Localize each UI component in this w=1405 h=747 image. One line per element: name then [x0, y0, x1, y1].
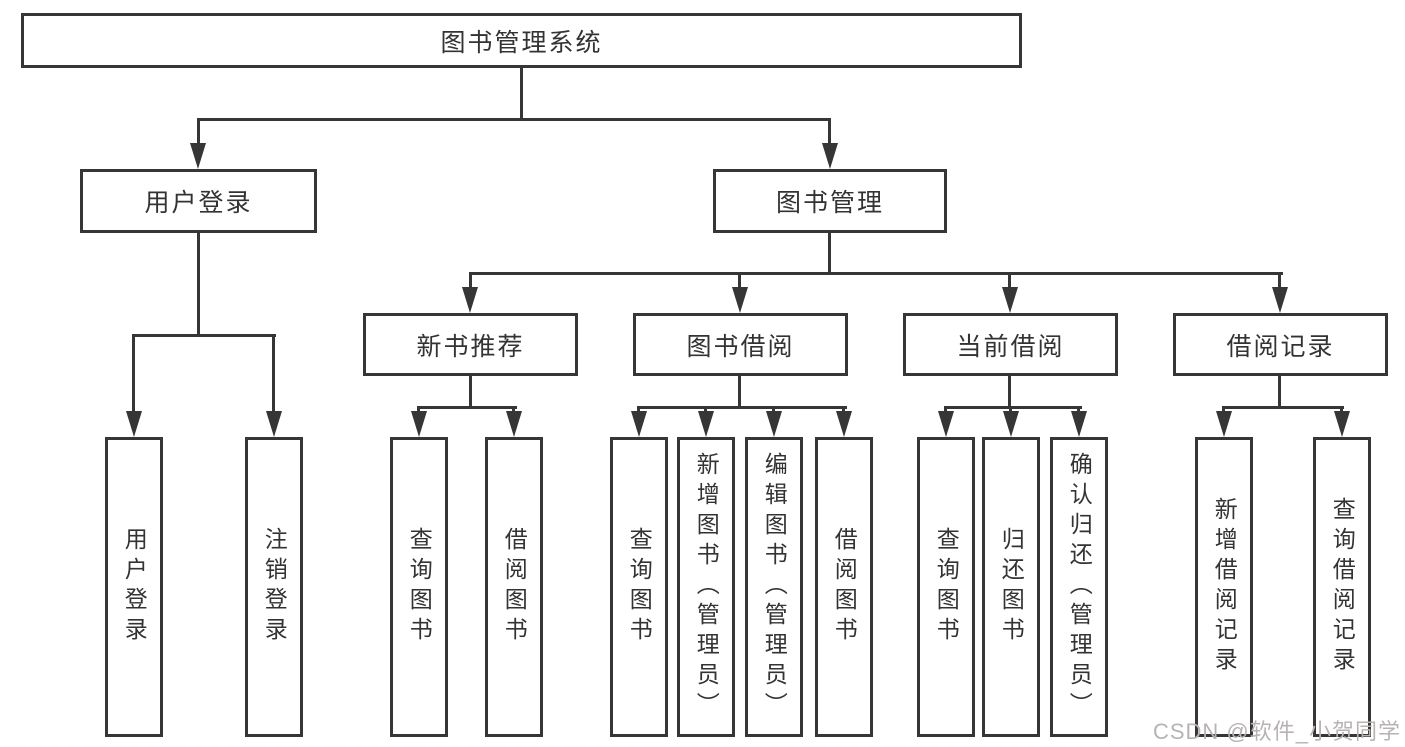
watermark: CSDN @软件_小贺同学 — [1152, 719, 1401, 744]
connector-mgmt-drop — [469, 272, 472, 289]
node-label: 查询图书 — [933, 527, 960, 647]
arrow-down-icon — [1272, 287, 1288, 313]
arrow-down-icon — [698, 411, 714, 437]
node-label: 图书借阅 — [686, 332, 795, 361]
connector-current-drop — [1009, 406, 1012, 414]
arrow-down-icon — [631, 411, 647, 437]
connector-login-drop — [132, 334, 135, 413]
connector-current-drop — [1077, 406, 1080, 414]
node-label: 新书推荐 — [416, 332, 525, 361]
connector-recommend-hline — [417, 406, 517, 409]
connector-mgmt-drop — [1278, 272, 1281, 289]
arrow-down-icon — [411, 411, 427, 437]
node-label: 当前借阅 — [956, 332, 1065, 361]
leaf-logout: 注销登录 — [245, 437, 303, 737]
node-label: 借阅图书 — [831, 527, 858, 647]
connector-root-left-drop — [197, 118, 200, 147]
connector-root-right-drop — [828, 118, 831, 147]
node-borrow-records: 借阅记录 — [1173, 313, 1388, 376]
node-label: 编辑图书（管理员） — [761, 452, 788, 722]
connector-mgmt-stem — [828, 233, 831, 275]
connector-current-stem — [1008, 376, 1011, 409]
connector-login-drop — [272, 334, 275, 413]
leaf-recommend-query-books: 查询图书 — [390, 437, 448, 737]
connector-records-hline — [1222, 406, 1344, 409]
node-user-login: 用户登录 — [80, 169, 317, 233]
node-current-borrow: 当前借阅 — [903, 313, 1118, 376]
node-new-book-recommend: 新书推荐 — [363, 313, 578, 376]
connector-current-drop — [944, 406, 947, 414]
leaf-borrow-edit-books-admin: 编辑图书（管理员） — [745, 437, 803, 737]
leaf-current-confirm-return-admin: 确认归还（管理员） — [1050, 437, 1108, 737]
leaf-current-return-books: 归还图书 — [982, 437, 1040, 737]
arrow-down-icon — [506, 411, 522, 437]
connector-recommend-drop — [512, 406, 515, 414]
leaf-records-add-borrow-record: 新增借阅记录 — [1195, 437, 1253, 737]
arrow-down-icon — [766, 411, 782, 437]
arrow-down-icon — [1002, 287, 1018, 313]
node-label: 用户登录 — [121, 527, 148, 647]
arrow-down-icon — [732, 287, 748, 313]
connector-mgmt-drop — [1008, 272, 1011, 289]
arrow-down-icon — [1334, 411, 1350, 437]
leaf-records-query-borrow-record: 查询借阅记录 — [1313, 437, 1371, 737]
connector-mgmt-drop — [738, 272, 741, 289]
connector-borrow-drop — [842, 406, 845, 414]
connector-borrow-drop — [772, 406, 775, 414]
connector-root-stem — [520, 68, 523, 121]
connector-mgmt-hline — [469, 272, 1283, 275]
leaf-recommend-borrow-books: 借阅图书 — [485, 437, 543, 737]
leaf-user-login: 用户登录 — [105, 437, 163, 737]
connector-borrow-stem — [738, 376, 741, 409]
connector-borrow-hline — [637, 406, 847, 409]
connector-login-stem — [197, 233, 200, 337]
node-label: 新增借阅记录 — [1211, 497, 1238, 677]
node-label: 归还图书 — [998, 527, 1025, 647]
arrow-down-icon — [1003, 411, 1019, 437]
connector-recommend-stem — [469, 376, 472, 409]
node-label: 确认归还（管理员） — [1066, 452, 1093, 722]
arrow-down-icon — [836, 411, 852, 437]
node-label: 借阅图书 — [501, 527, 528, 647]
node-label: 注销登录 — [261, 527, 288, 647]
connector-borrow-drop — [637, 406, 640, 414]
leaf-borrow-query-books: 查询图书 — [610, 437, 668, 737]
connector-borrow-drop — [704, 406, 707, 414]
node-library-management-system: 图书管理系统 — [21, 13, 1022, 68]
connector-recommend-drop — [417, 406, 420, 414]
node-book-management: 图书管理 — [713, 169, 947, 233]
arrow-down-icon — [266, 411, 282, 437]
connector-login-hline — [132, 334, 276, 337]
node-label: 借阅记录 — [1226, 332, 1335, 361]
leaf-borrow-add-books-admin: 新增图书（管理员） — [677, 437, 735, 737]
connector-records-drop — [1222, 406, 1225, 414]
node-label: 查询借阅记录 — [1329, 497, 1356, 677]
arrow-down-icon — [822, 143, 838, 169]
node-book-borrow: 图书借阅 — [633, 313, 848, 376]
arrow-down-icon — [462, 287, 478, 313]
connector-records-drop — [1340, 406, 1343, 414]
node-label: 新增图书（管理员） — [693, 452, 720, 722]
arrow-down-icon — [126, 411, 142, 437]
leaf-current-query-books: 查询图书 — [917, 437, 975, 737]
arrow-down-icon — [190, 143, 206, 169]
node-label: 用户登录 — [144, 189, 253, 217]
arrow-down-icon — [1216, 411, 1232, 437]
connector-records-stem — [1278, 376, 1281, 409]
node-label: 图书管理系统 — [440, 28, 603, 57]
node-label: 图书管理 — [775, 189, 884, 217]
node-label: 查询图书 — [406, 527, 433, 647]
arrow-down-icon — [1071, 411, 1087, 437]
connector-root-hline — [197, 118, 831, 121]
node-label: 查询图书 — [626, 527, 653, 647]
connector-current-hline — [944, 406, 1082, 409]
arrow-down-icon — [938, 411, 954, 437]
leaf-borrow-borrow-books: 借阅图书 — [815, 437, 873, 737]
